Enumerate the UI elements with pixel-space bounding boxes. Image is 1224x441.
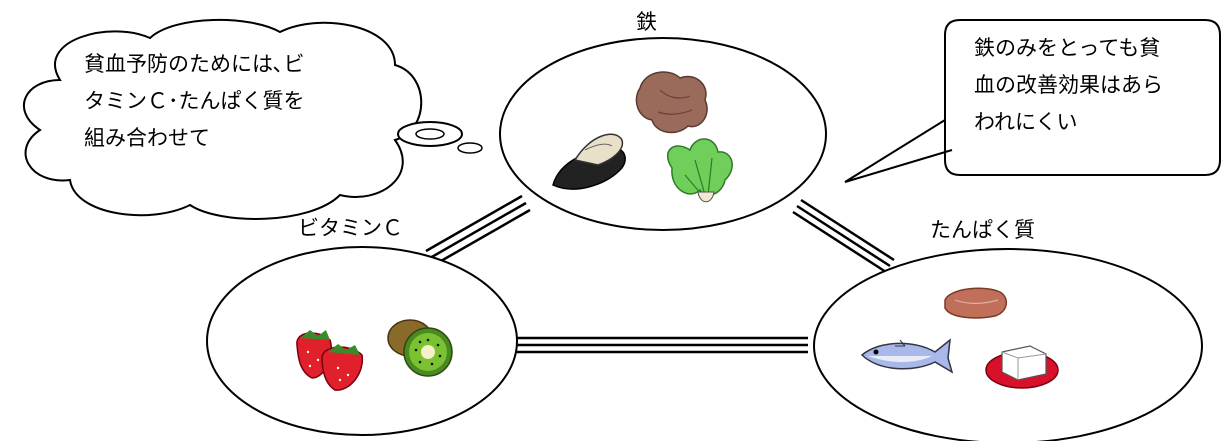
thought-bubble-text: 貧血予防のためには､ビ タミンＣ･たんぱく質を 組み合わせて — [84, 46, 305, 157]
connector-vitaminc-protein — [516, 338, 808, 352]
vitamin-c-label: ビタミンＣ — [298, 212, 403, 242]
meat-icon — [945, 288, 1006, 318]
protein-circle — [814, 249, 1202, 441]
thought-line-2: タミンＣ･たんぱく質を — [84, 83, 305, 120]
speech-line-2: 血の改善効果はあら — [974, 67, 1163, 104]
protein-label: たんぱく質 — [930, 214, 1035, 244]
thought-line-1: 貧血予防のためには､ビ — [84, 46, 305, 83]
connector-iron-protein — [793, 200, 894, 272]
speech-line-3: われにくい — [974, 104, 1163, 141]
iron-label: 鉄 — [636, 6, 657, 36]
iron-circle — [500, 38, 826, 230]
vitamin-c-circle — [207, 247, 517, 435]
connector-iron-vitaminc — [426, 196, 530, 265]
speech-bubble-text: 鉄のみをとっても貧 血の改善効果はあら われにくい — [974, 30, 1163, 141]
thought-line-3: 組み合わせて — [84, 120, 305, 157]
speech-line-1: 鉄のみをとっても貧 — [974, 30, 1163, 67]
